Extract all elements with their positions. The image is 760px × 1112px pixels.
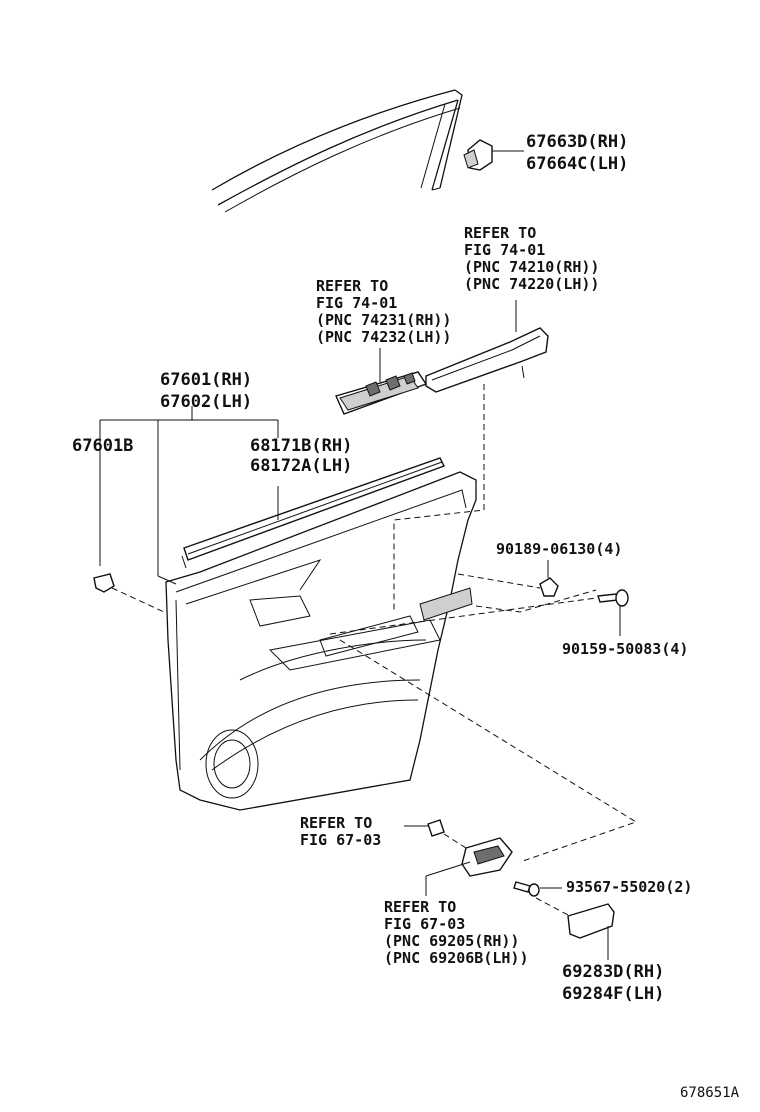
label-68172A: 68172A(LH) bbox=[250, 456, 353, 476]
label-refer-armrest-2: FIG 74-01 bbox=[464, 241, 546, 259]
label-refer-clip-1: REFER TO bbox=[300, 814, 373, 832]
label-67602: 67602(LH) bbox=[160, 392, 253, 412]
label-refer-switch-2: FIG 74-01 bbox=[316, 294, 398, 312]
label-refer-armrest-1: REFER TO bbox=[464, 224, 537, 242]
armrest-dash-line bbox=[393, 384, 485, 612]
label-refer-switch-3: (PNC 74231(RH)) bbox=[316, 311, 452, 329]
nut-part bbox=[539, 560, 559, 597]
inner-weatherstrip-part bbox=[181, 457, 445, 569]
label-refer-handle-2: FIG 67-03 bbox=[384, 915, 466, 933]
clip-67-03-part bbox=[404, 819, 467, 849]
label-67664C: 67664C(LH) bbox=[526, 154, 629, 174]
label-refer-clip-2: FIG 67-03 bbox=[300, 831, 382, 849]
handle-cover-part bbox=[567, 903, 615, 960]
label-refer-handle-3: (PNC 69205(RH)) bbox=[384, 932, 520, 950]
armrest-part bbox=[425, 300, 549, 393]
screw-part bbox=[597, 589, 629, 636]
label-93567: 93567-55020(2) bbox=[566, 878, 693, 896]
power-window-switch-part bbox=[335, 348, 428, 415]
label-90159: 90159-50083(4) bbox=[562, 640, 689, 658]
weatherstrip-corner-part bbox=[463, 139, 524, 171]
label-refer-switch-4: (PNC 74232(LH)) bbox=[316, 328, 452, 346]
label-69283D: 69283D(RH) bbox=[562, 962, 665, 982]
label-refer-armrest-4: (PNC 74220(LH)) bbox=[464, 275, 600, 293]
handle-dash-line bbox=[339, 639, 638, 863]
label-68171B: 68171B(RH) bbox=[250, 436, 353, 456]
handle-screw-part bbox=[513, 881, 571, 917]
clip-part bbox=[93, 573, 165, 613]
label-refer-switch-1: REFER TO bbox=[316, 277, 389, 295]
label-67601B: 67601B bbox=[72, 436, 134, 456]
door-frame-illustration bbox=[211, 89, 463, 213]
fastener-dash-lines bbox=[329, 573, 597, 635]
label-refer-handle-1: REFER TO bbox=[384, 898, 457, 916]
label-67601: 67601(RH) bbox=[160, 370, 253, 390]
label-refer-handle-4: (PNC 69206B(LH)) bbox=[384, 949, 529, 967]
label-refer-armrest-3: (PNC 74210(RH)) bbox=[464, 258, 600, 276]
label-90189: 90189-06130(4) bbox=[496, 540, 623, 558]
trim-board-leaders bbox=[99, 406, 279, 585]
door-trim-board-part bbox=[165, 471, 477, 811]
diagram-id: 678651A bbox=[680, 1085, 740, 1101]
inside-handle-part bbox=[425, 837, 513, 896]
label-67663D: 67663D(RH) bbox=[526, 132, 629, 152]
label-69284F: 69284F(LH) bbox=[562, 984, 665, 1004]
